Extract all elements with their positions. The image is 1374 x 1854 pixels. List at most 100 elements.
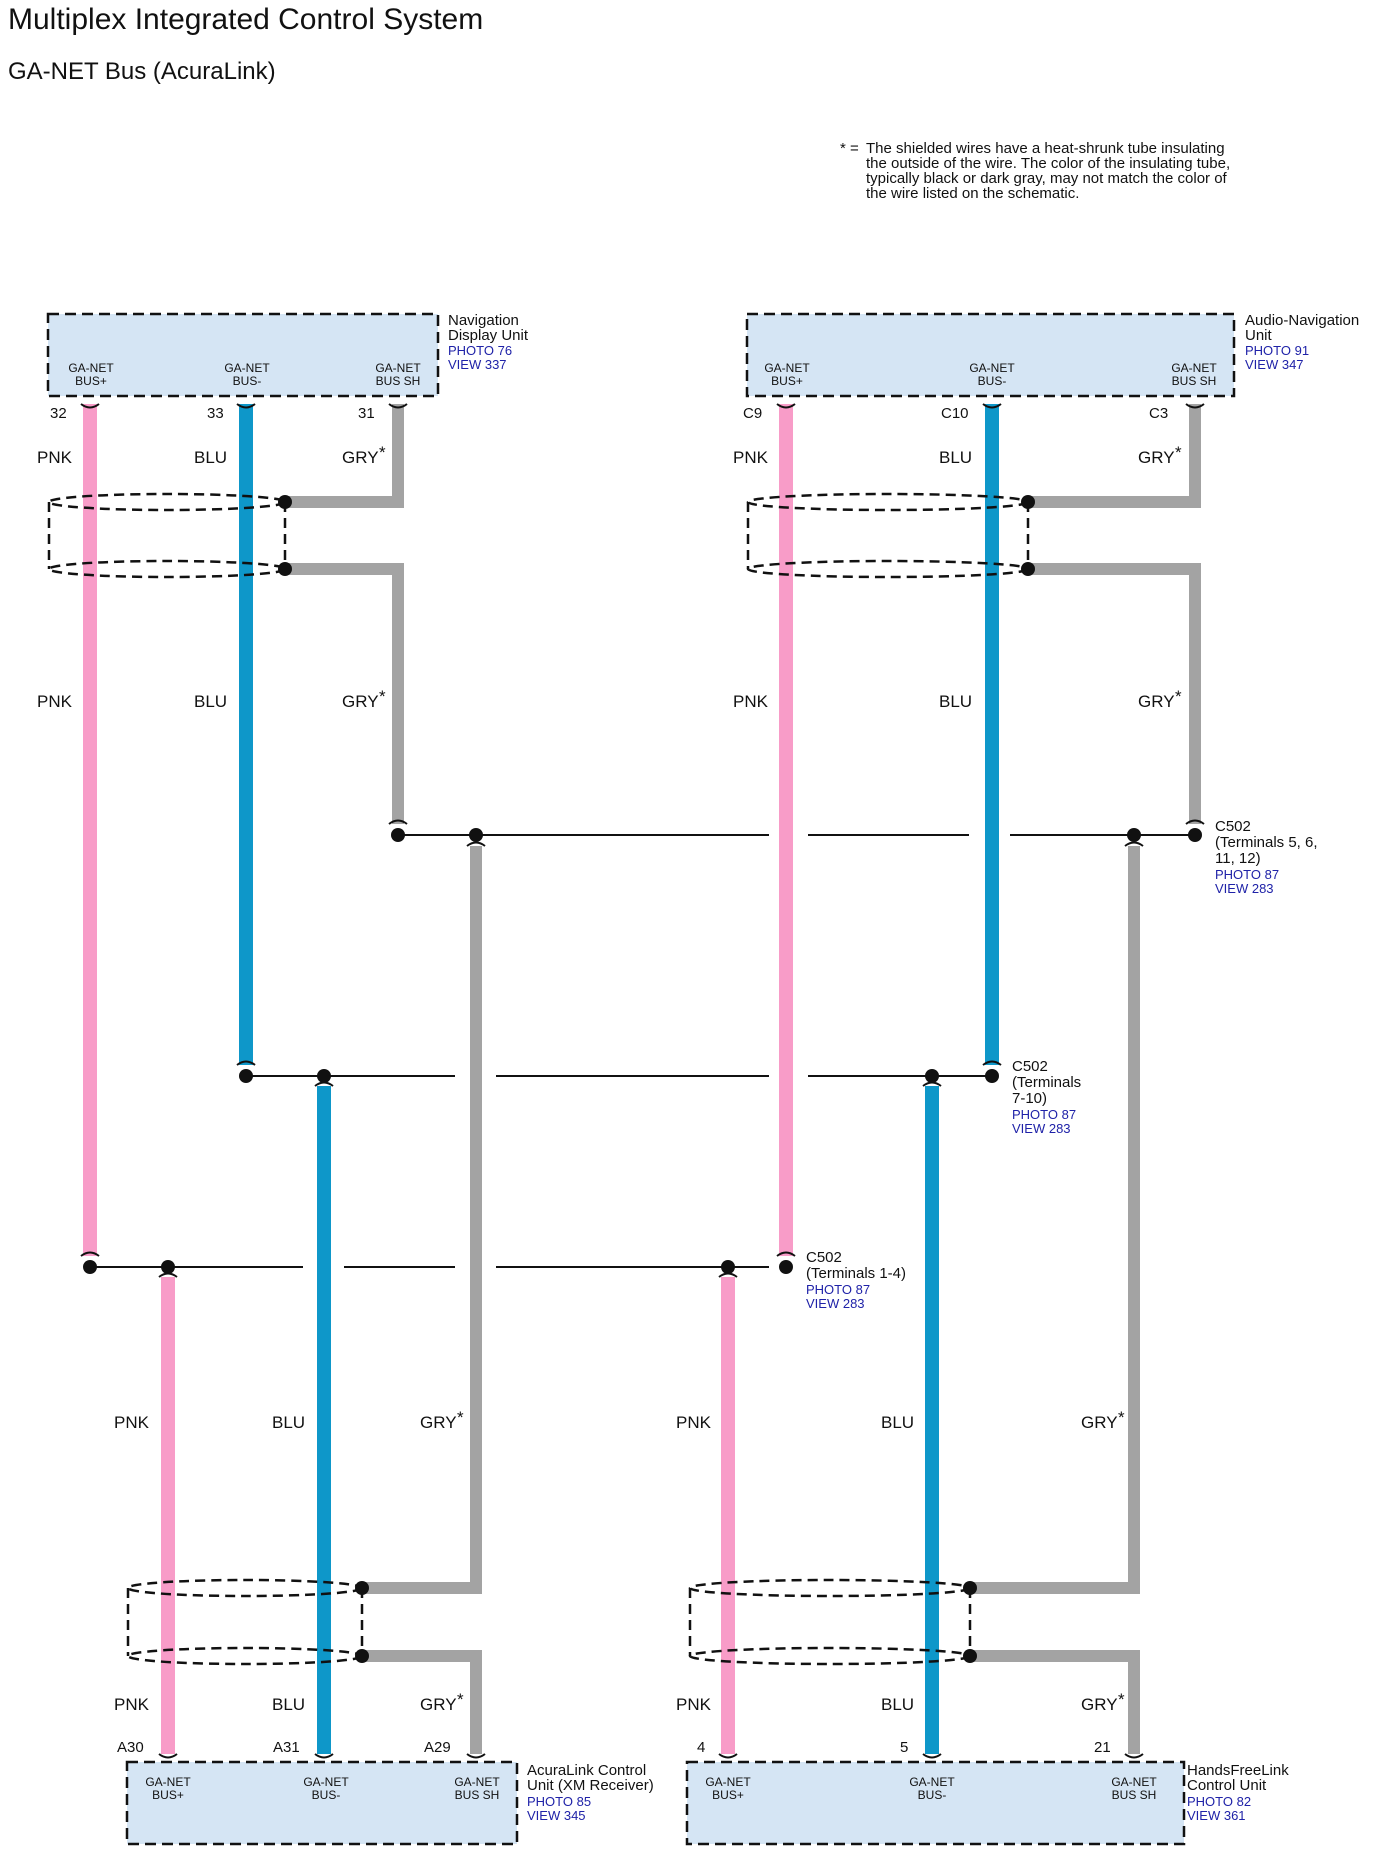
wire-label-pnk: PNK — [37, 448, 73, 467]
wire-label-pnk: PNK — [676, 1695, 712, 1714]
aud-term-2-l1: GA-NET — [969, 361, 1015, 375]
c502-sh-line1: C502 — [1215, 818, 1251, 835]
c502-sh-photo-link[interactable]: PHOTO 87 — [1215, 867, 1279, 882]
note-marker: * = — [840, 140, 859, 157]
aud-term-3-l2: BUS SH — [1172, 374, 1217, 388]
hfl-term-2-l2: BUS- — [918, 1788, 947, 1802]
aud-term-1-l1: GA-NET — [764, 361, 810, 375]
wire-label-star: * — [457, 1408, 464, 1427]
page-title: Multiplex Integrated Control System — [8, 3, 483, 36]
wire-gry — [973, 1650, 1140, 1754]
note-line-1: The shielded wires have a heat-shrunk tu… — [866, 140, 1225, 157]
acu-view-link[interactable]: VIEW 345 — [527, 1808, 586, 1823]
pin-label: C10 — [941, 405, 969, 422]
shields — [47, 492, 1030, 1666]
wire-label-star: * — [457, 1690, 464, 1709]
handsfree-unit: GA-NET BUS+ GA-NET BUS- GA-NET BUS SH Ha… — [685, 1760, 1289, 1846]
wire-label-blu: BLU — [272, 1413, 305, 1432]
c502-pos-view-link[interactable]: VIEW 283 — [806, 1296, 865, 1311]
nav-name-2: Display Unit — [448, 327, 529, 344]
wire-label-blu: BLU — [194, 448, 227, 467]
wire-gry — [289, 404, 404, 508]
nav-display-unit: GA-NET BUS+ GA-NET BUS- GA-NET BUS SH Na… — [46, 312, 529, 398]
pin-label: 4 — [697, 1739, 705, 1756]
wire-gry — [1032, 404, 1201, 508]
wire-label-star: * — [1175, 687, 1182, 706]
wire-gry — [365, 1650, 482, 1754]
wire-label-gry: GRY — [1138, 692, 1175, 711]
note-line-3: typically black or dark gray, may not ma… — [866, 170, 1228, 187]
nav-term-1-l2: BUS+ — [75, 374, 107, 388]
aud-term-1-l2: BUS+ — [771, 374, 803, 388]
aud-photo-link[interactable]: PHOTO 91 — [1245, 343, 1309, 358]
wire-gry — [1032, 563, 1201, 824]
c502-pos-line1: C502 — [806, 1249, 842, 1266]
pin-label: A29 — [424, 1739, 451, 1756]
wire-label-gry: GRY — [1081, 1413, 1118, 1432]
nav-view-link[interactable]: VIEW 337 — [448, 357, 507, 372]
acu-term-1-l2: BUS+ — [152, 1788, 184, 1802]
wire-label-gry: GRY — [342, 692, 379, 711]
acu-term-2-l2: BUS- — [312, 1788, 341, 1802]
wire-label-gry: GRY — [342, 448, 379, 467]
wire-label-blu: BLU — [939, 692, 972, 711]
c502-neg-line3: 7-10) — [1012, 1090, 1047, 1107]
c502-neg-photo-link[interactable]: PHOTO 87 — [1012, 1107, 1076, 1122]
nav-term-3-l2: BUS SH — [376, 374, 421, 388]
wire-label-pnk: PNK — [114, 1413, 150, 1432]
aud-name-1: Audio-Navigation — [1245, 312, 1359, 329]
note-line-2: the outside of the wire. The color of th… — [866, 155, 1230, 172]
acu-term-1-l1: GA-NET — [145, 1775, 191, 1789]
wire-gry — [973, 846, 1140, 1594]
wire-label-blu: BLU — [272, 1695, 305, 1714]
wire-label-star: * — [379, 443, 386, 462]
nav-term-1-l1: GA-NET — [68, 361, 114, 375]
c502-neg-line2: (Terminals — [1012, 1074, 1081, 1091]
c502-pos-line2: (Terminals 1-4) — [806, 1265, 906, 1282]
hfl-term-1-l2: BUS+ — [712, 1788, 744, 1802]
acu-photo-link[interactable]: PHOTO 85 — [527, 1794, 591, 1809]
acuralink-unit: GA-NET BUS+ GA-NET BUS- GA-NET BUS SH Ac… — [125, 1760, 654, 1846]
audio-nav-unit: GA-NET BUS+ GA-NET BUS- GA-NET BUS SH Au… — [745, 312, 1359, 398]
pin-label: 32 — [50, 405, 67, 422]
nav-photo-link[interactable]: PHOTO 76 — [448, 343, 512, 358]
acu-name-2: Unit (XM Receiver) — [527, 1777, 654, 1794]
pin-label: A30 — [117, 1739, 144, 1756]
pin-label: C3 — [1149, 405, 1168, 422]
hfl-term-3-l1: GA-NET — [1111, 1775, 1157, 1789]
wire-label-star: * — [1175, 443, 1182, 462]
hfl-view-link[interactable]: VIEW 361 — [1187, 1808, 1246, 1823]
wire-label-pnk: PNK — [676, 1413, 712, 1432]
acu-term-3-l1: GA-NET — [454, 1775, 500, 1789]
wire-label-pnk: PNK — [114, 1695, 150, 1714]
wire-gry — [365, 846, 482, 1594]
pin-label: 33 — [207, 405, 224, 422]
nav-term-2-l2: BUS- — [233, 374, 262, 388]
note-line-4: the wire listed on the schematic. — [866, 185, 1079, 202]
hfl-name-1: HandsFreeLink — [1187, 1762, 1289, 1779]
wire-label-blu: BLU — [881, 1413, 914, 1432]
c502-sh-line2: (Terminals 5, 6, — [1215, 834, 1318, 851]
hfl-photo-link[interactable]: PHOTO 82 — [1187, 1794, 1251, 1809]
wire-label-blu: BLU — [939, 448, 972, 467]
hfl-term-3-l2: BUS SH — [1112, 1788, 1157, 1802]
pin-label: 21 — [1094, 1739, 1111, 1756]
hfl-name-2: Control Unit — [1187, 1777, 1267, 1794]
pin-label: 5 — [900, 1739, 908, 1756]
c502-neg-line1: C502 — [1012, 1058, 1048, 1075]
aud-term-2-l2: BUS- — [978, 374, 1007, 388]
c502-sh-line3: 11, 12) — [1215, 850, 1261, 867]
wire-label-pnk: PNK — [733, 448, 769, 467]
wire-label-gry: GRY — [1138, 448, 1175, 467]
pin-label: 31 — [358, 405, 375, 422]
aud-view-link[interactable]: VIEW 347 — [1245, 357, 1304, 372]
aud-name-2: Unit — [1245, 327, 1273, 344]
connector-c502-neg: C502 (Terminals 7-10) PHOTO 87 VIEW 283 — [1012, 1058, 1081, 1136]
c502-sh-view-link[interactable]: VIEW 283 — [1215, 881, 1274, 896]
hfl-term-1-l1: GA-NET — [705, 1775, 751, 1789]
c502-pos-photo-link[interactable]: PHOTO 87 — [806, 1282, 870, 1297]
c502-neg-view-link[interactable]: VIEW 283 — [1012, 1121, 1071, 1136]
page-subtitle: GA-NET Bus (AcuraLink) — [8, 58, 276, 85]
wire-label-star: * — [1118, 1690, 1125, 1709]
